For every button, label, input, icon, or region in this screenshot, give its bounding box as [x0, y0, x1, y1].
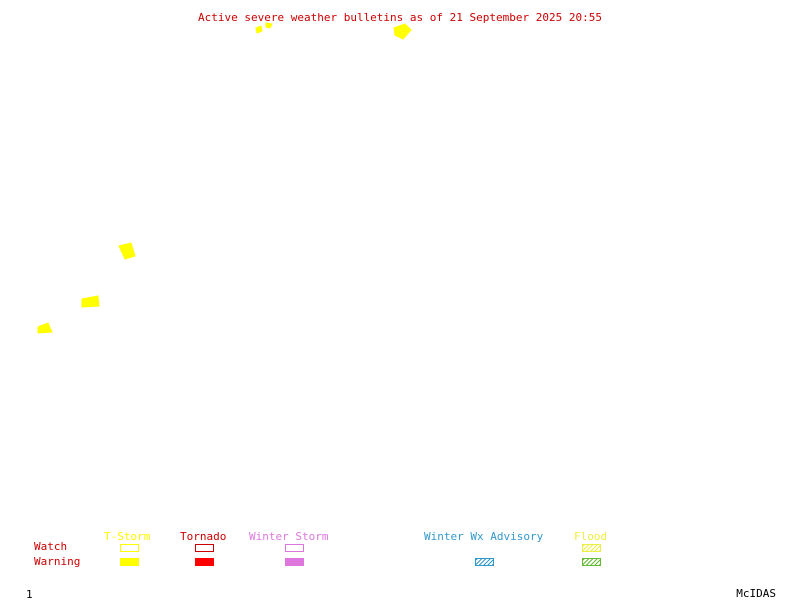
warning-area [37, 322, 53, 334]
warning-areas [37, 22, 412, 334]
legend-watch-label: Watch [34, 540, 68, 553]
warning-area [118, 242, 136, 260]
legend-tstorm-warning-swatch [120, 558, 139, 566]
legend-tornado-label: Tornado [180, 530, 227, 543]
legend-tornado-watch-swatch [195, 544, 214, 552]
map-canvas [37, 22, 412, 334]
page-title: Active severe weather bulletins as of 21… [198, 11, 602, 24]
legend-winter-storm-watch-swatch [285, 544, 304, 552]
warning-area [393, 23, 412, 40]
legend-winter-storm-label: Winter Storm [249, 530, 329, 543]
legend-warning-label: Warning [34, 555, 81, 568]
legend-tornado-warning-swatch [195, 558, 214, 566]
legend-flood-warning-swatch [582, 558, 601, 566]
frame-number: 1 [26, 588, 33, 601]
legend-winter-storm-warning-swatch [285, 558, 304, 566]
legend-winter-wx-advisory-swatch [475, 558, 494, 566]
legend-tstorm-label: T-Storm [104, 530, 151, 543]
legend-flood-watch-swatch [582, 544, 601, 552]
warning-area [81, 295, 100, 308]
legend-winter-wx-advisory-label: Winter Wx Advisory [424, 530, 544, 543]
legend-tstorm-watch-swatch [120, 544, 139, 552]
warning-area [265, 22, 273, 29]
software-label: McIDAS [736, 587, 776, 600]
legend-flood-label: Flood [574, 530, 608, 543]
warning-area [255, 25, 263, 34]
